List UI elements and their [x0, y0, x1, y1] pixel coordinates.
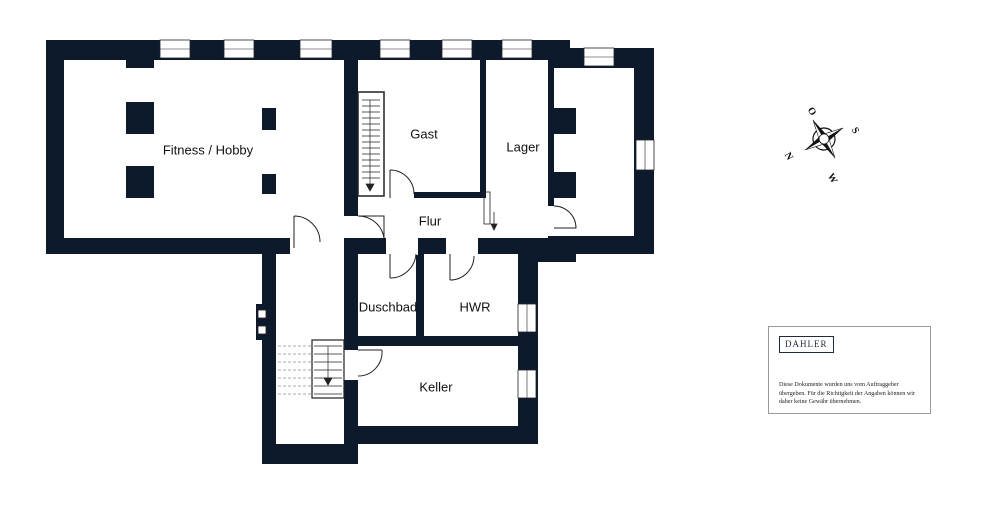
room-label-flur: Flur [418, 213, 442, 229]
room-label-fitness: Fitness / Hobby [162, 142, 254, 158]
pillar-4 [126, 166, 154, 198]
wall-gast-bottom [414, 192, 486, 198]
wall-hwr-bottom [358, 336, 538, 346]
wall-lager-right [548, 60, 554, 206]
door-duschbad [389, 253, 417, 279]
room-label-keller: Keller [419, 379, 453, 395]
compass: N O S W [782, 106, 862, 186]
staircase-upper [357, 91, 385, 197]
ladder-lager [483, 191, 498, 231]
door-hwr [449, 254, 475, 281]
room-label-lager: Lager [506, 139, 540, 155]
door-openings [290, 191, 555, 380]
wall-keller-bottom [344, 426, 538, 444]
compass-north-letter: N [782, 151, 796, 163]
wall-int-gast-lager [480, 56, 486, 196]
pillar-2 [554, 172, 576, 198]
pillar-1 [554, 108, 576, 134]
wall-fitness-left [46, 40, 64, 254]
disclaimer-text: Diese Dokumente wurden uns vom Auftragge… [779, 382, 915, 406]
door-keller [357, 349, 383, 377]
door-fitness [293, 215, 321, 248]
pillar-6 [262, 174, 276, 194]
window-12 [257, 325, 267, 335]
door-gast [389, 169, 415, 198]
window-11 [257, 309, 267, 319]
staircase-lower-solid [311, 339, 345, 399]
door-swings [293, 169, 577, 377]
compass-south-letter: S [849, 126, 862, 137]
pillar-3 [126, 102, 154, 134]
wall-int-fitness-gast [344, 56, 358, 216]
wall-fitness-bottom [100, 238, 290, 254]
room-label-duschbad: Duschbad [358, 299, 418, 315]
wall-stair-bottom [262, 444, 358, 464]
walls [46, 40, 654, 464]
door-flur-left [357, 215, 385, 239]
staircase-lower [278, 345, 312, 395]
wall-fitness-col1 [126, 60, 154, 68]
wall-lower-right [518, 254, 538, 444]
pillar-5 [262, 108, 276, 130]
brand-logo: DAHLER [779, 336, 834, 353]
wall-fitness-top [46, 40, 364, 60]
room-label-gast: Gast [410, 126, 438, 142]
wall-dusch-hwr [416, 254, 424, 340]
room-label-hwr: HWR [459, 299, 491, 315]
door-lager-right [553, 205, 577, 229]
wall-step [518, 254, 576, 262]
disclaimer-box: DAHLER Diese Dokumente wurden uns vom Au… [768, 326, 931, 414]
wall-niche [256, 304, 270, 340]
compass-west-letter: W [825, 172, 840, 186]
wall-stair-left [262, 254, 276, 464]
compass-east-letter: O [805, 106, 819, 118]
